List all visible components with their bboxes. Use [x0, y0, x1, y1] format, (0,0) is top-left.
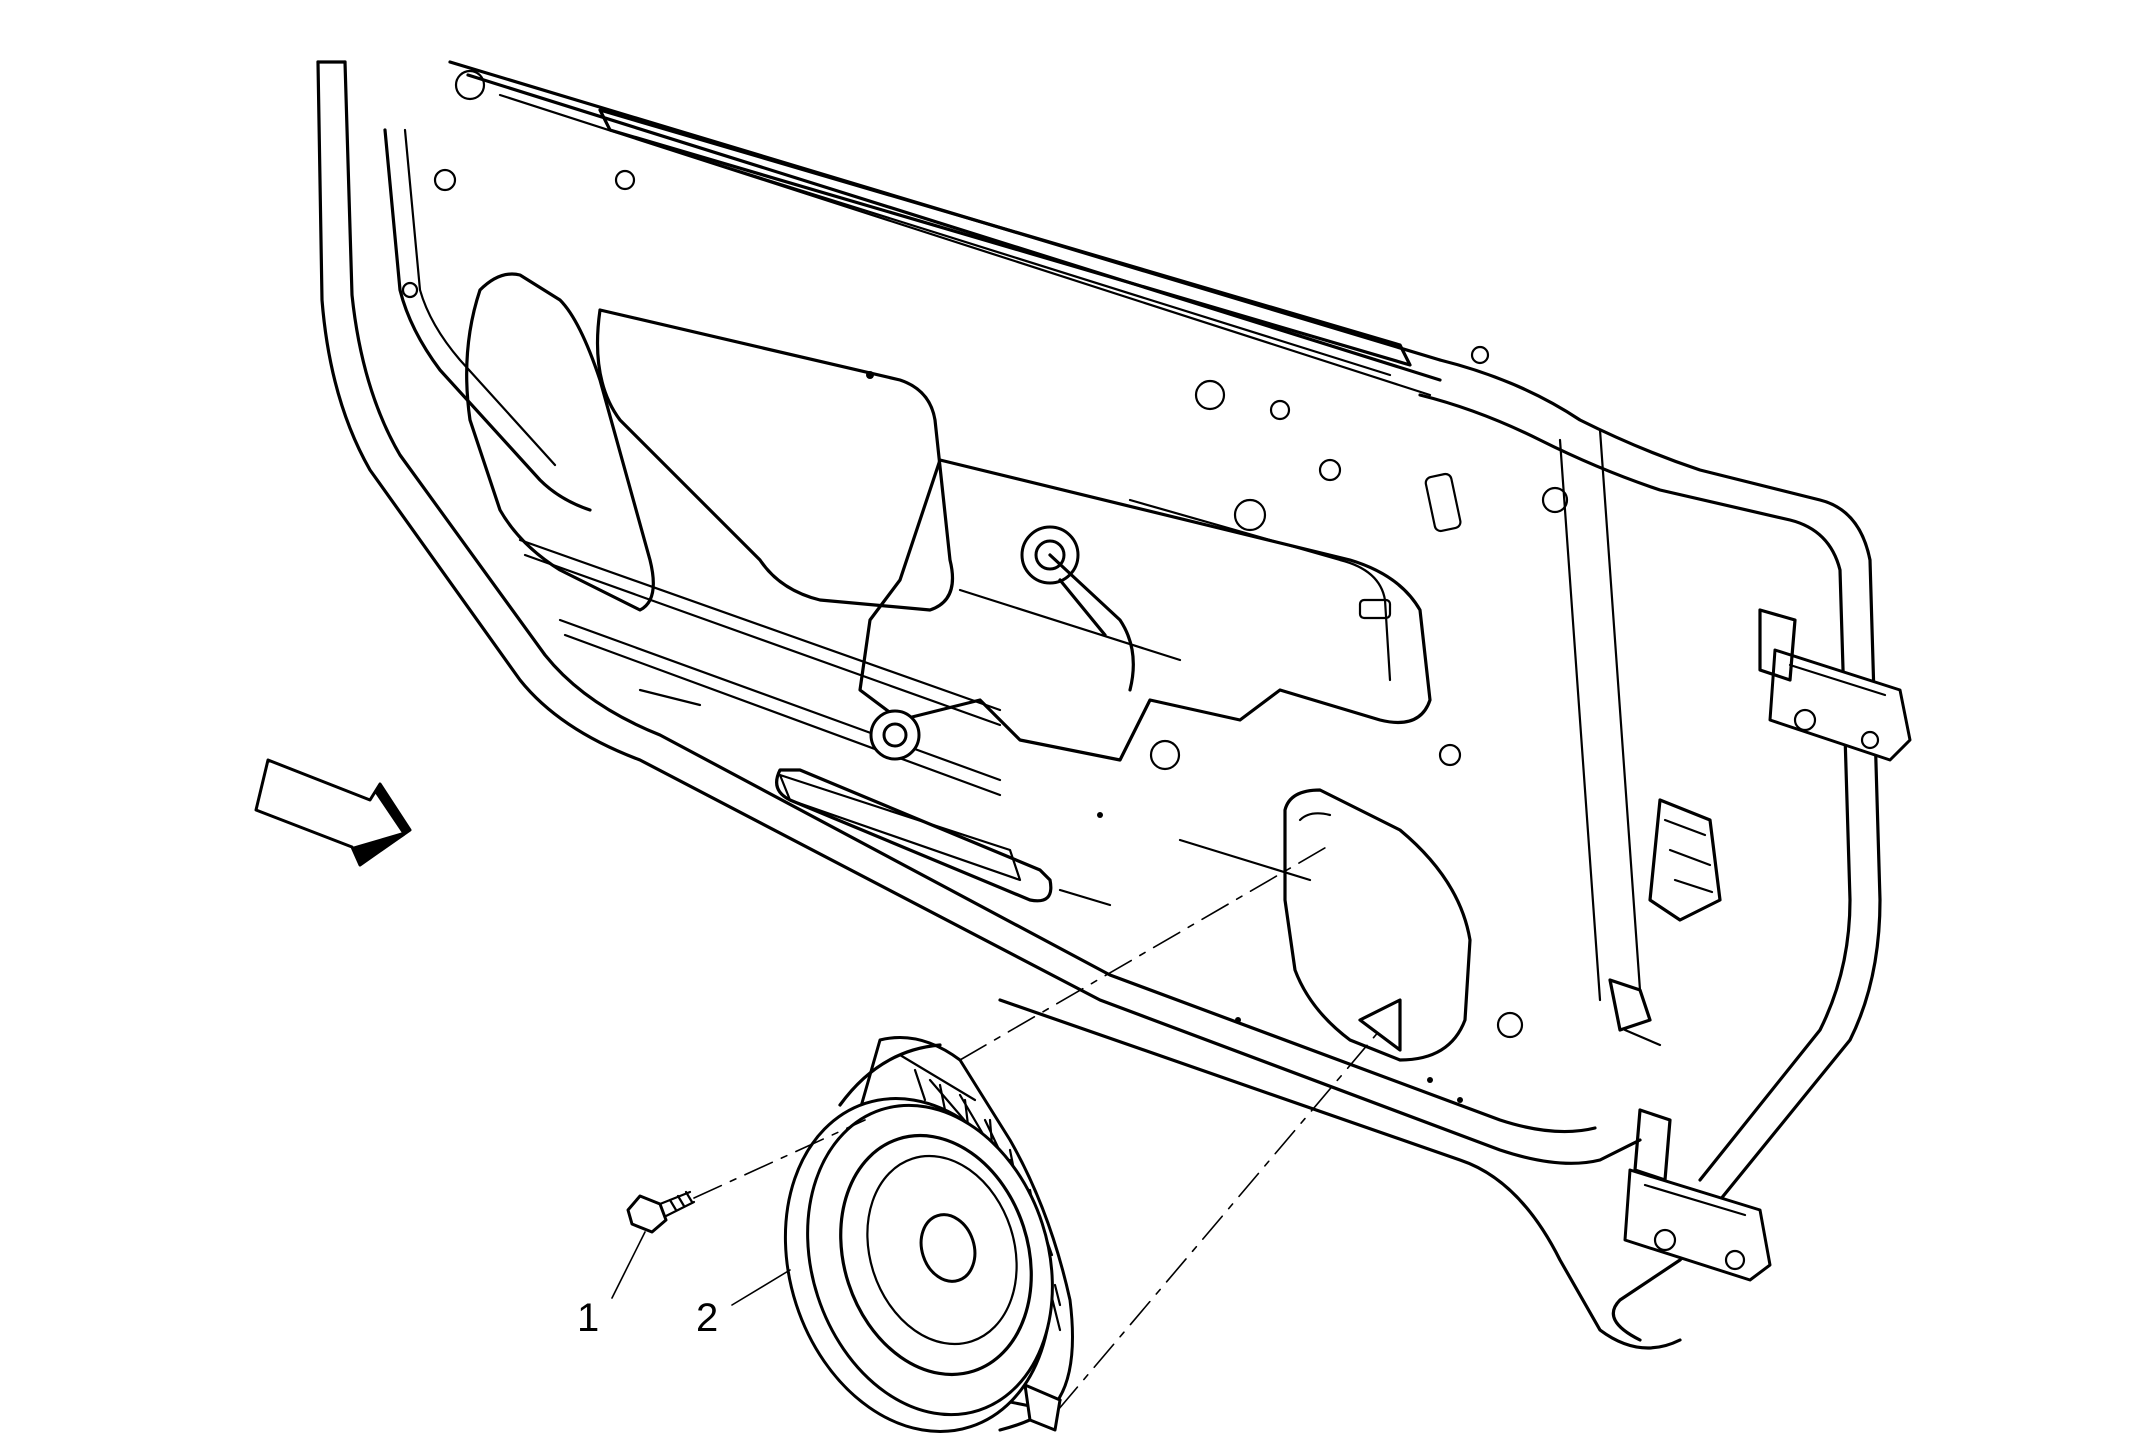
wiring-connector	[1608, 798, 1722, 1047]
door-speaker	[783, 1036, 1074, 1433]
alignment-lines	[611, 844, 1381, 1411]
speaker-screw	[626, 1190, 696, 1234]
callout-label-1: 1	[577, 1296, 600, 1340]
door-hinge-upper	[1758, 608, 1912, 762]
callout-label-2: 2	[696, 1296, 719, 1340]
door-hinge-lower	[1623, 1108, 1772, 1282]
door-inner-panel	[316, 60, 1882, 1350]
forward-arrow-icon	[254, 758, 412, 867]
